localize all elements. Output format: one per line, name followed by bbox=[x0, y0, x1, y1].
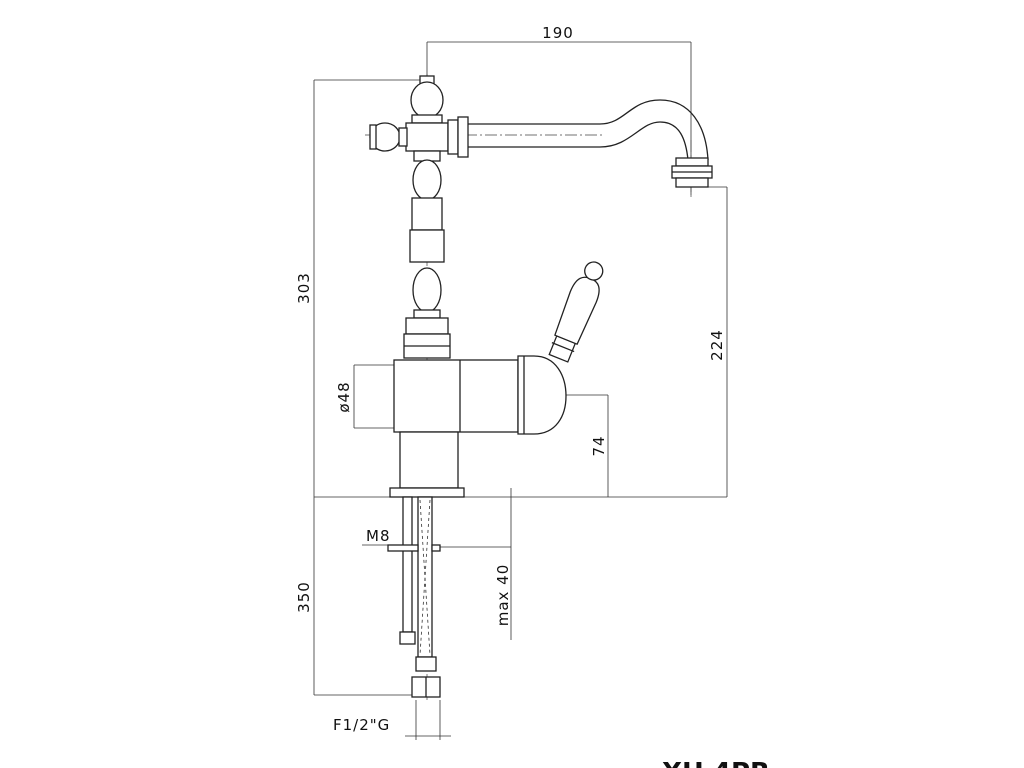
dim-spout-height: 224 bbox=[708, 329, 726, 361]
faucet-outline bbox=[369, 75, 713, 698]
dim-connection: F1/2"G bbox=[333, 716, 390, 734]
dim-thread: M8 bbox=[366, 527, 391, 545]
dim-total-height: 303 bbox=[295, 272, 313, 304]
dim-under-deck-length: 350 bbox=[295, 581, 313, 613]
dim-max-deck-thickness: max 40 bbox=[494, 564, 512, 627]
dim-body-diameter: ø48 bbox=[335, 381, 353, 412]
product-code: XH 4PR bbox=[662, 758, 770, 768]
dim-top-width: 190 bbox=[542, 24, 574, 42]
dim-lever-axis-height: 74 bbox=[590, 435, 608, 456]
dimension-lines bbox=[313, 41, 728, 740]
